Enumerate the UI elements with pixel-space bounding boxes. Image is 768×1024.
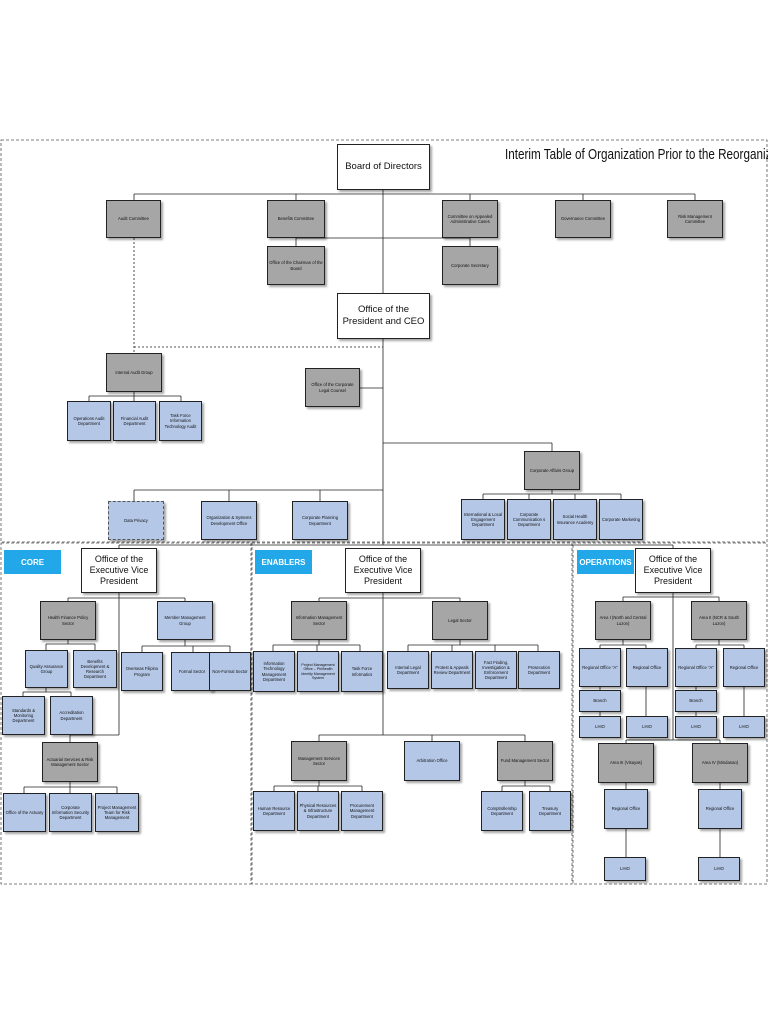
management-services-sector: Management Services Sector — [291, 741, 347, 781]
branch-area1: Branch — [579, 690, 621, 712]
corporate-secretary: Corporate Secretary — [442, 246, 498, 285]
lhio-1: LHIO — [579, 716, 621, 738]
social-health-insurance-academy: Social Health Insurance Academy — [553, 499, 597, 540]
quality-assurance-group: Quality Assurance Group — [25, 650, 68, 688]
regional-office-a-area1: Regional Office "A" — [579, 648, 621, 687]
lhio-4: LHIO — [723, 716, 765, 738]
area-2: Area II (NCR & South Luzon) — [691, 601, 747, 640]
enablers-tag: ENABLERS — [255, 550, 312, 574]
regional-office-a-area2: Regional Office "A" — [675, 648, 717, 687]
physical-resources-department: Physical Resources & Infrastructure Depa… — [297, 791, 339, 831]
office-of-the-president: Office of the President and CEO — [337, 293, 430, 339]
procurement-management-department: Procurement Management Department — [341, 791, 383, 831]
chart-title: Interim Table of Organization Prior to t… — [505, 146, 768, 163]
fact-finding-department: Fact Finding, Investigation & Enforcemen… — [475, 651, 517, 689]
organization-systems-development-office: Organization & Systems Development Offic… — [201, 501, 257, 540]
corporate-affairs-group: Corporate Affairs Group — [524, 451, 580, 490]
corporate-information-security: Corporate Information Security Departmen… — [49, 793, 92, 832]
regional-office-area2: Regional Office — [723, 648, 765, 687]
corporate-planning-department: Corporate Planning Department — [292, 501, 348, 540]
evp-enablers: Office of the Executive Vice President — [345, 548, 421, 593]
actuarial-risk-management-sector: Actuarial Services & Risk Management Sec… — [42, 742, 98, 782]
corporate-communications: Corporate Communication s Department — [507, 499, 551, 540]
data-privacy: Data Privacy — [108, 501, 164, 540]
international-local-engagement: International & Local Engagement Departm… — [461, 499, 505, 540]
operations-audit-department: Operations Audit Department — [67, 401, 111, 441]
fund-management-sector: Fund Management Sector — [497, 741, 553, 781]
project-management-risk-team: Project Management Team for Risk Managem… — [95, 793, 139, 832]
protest-appeals-review-department: Protest & Appeals Review Department — [431, 651, 473, 689]
core-frame — [0, 542, 252, 885]
operations-frame — [572, 542, 768, 885]
evp-operations: Office of the Executive Vice President — [635, 548, 711, 593]
non-formal-sector: Non-Formal Sector — [209, 652, 251, 691]
operations-tag: OPERATIONS — [577, 550, 634, 574]
overseas-filipino-program: Overseas Filipino Program — [121, 652, 163, 691]
enablers-frame — [251, 542, 573, 885]
regional-office-area4: Regional Office — [698, 789, 742, 829]
formal-sector: Formal Sector — [171, 652, 213, 691]
treasury-department: Treasury Department — [529, 791, 571, 831]
governance-committee: Governance Committee — [555, 200, 611, 238]
regional-office-area1: Regional Office — [626, 648, 668, 687]
lhio-5: LHIO — [604, 857, 646, 881]
audit-committee: Audit Committee — [106, 200, 161, 238]
lhio-6: LHIO — [698, 857, 740, 881]
core-tag: CORE — [4, 550, 61, 574]
evp-core: Office of the Executive Vice President — [81, 548, 157, 593]
it-management-department: Information Technology Management Depart… — [253, 651, 295, 692]
internal-legal-department: Internal Legal Department — [387, 651, 429, 689]
upper-frame — [0, 139, 768, 543]
regional-office-area3: Regional Office — [604, 789, 648, 829]
area-3: Area III (Visayas) — [598, 743, 654, 783]
accreditation-department: Accreditation Department — [50, 696, 93, 735]
office-of-corporate-legal-counsel: Office of the Corporate Legal Counsel — [305, 368, 360, 407]
office-of-the-actuary: Office of the Actuary — [3, 793, 46, 832]
financial-audit-department: Financial Audit Department — [113, 401, 156, 441]
internal-audit-group: Internal Audit Group — [106, 353, 162, 392]
arbitration-office: Arbitration Office — [404, 741, 460, 781]
member-management-group: Member Management Group — [157, 601, 213, 640]
benefits-committee: Benefits Committee — [267, 200, 325, 238]
project-management-office-pims: Project Management Office – Philhealth I… — [297, 651, 339, 692]
board-of-directors: Board of Directors — [337, 144, 430, 190]
health-finance-policy-sector: Health Finance Policy Sector — [40, 601, 96, 640]
legal-sector: Legal Sector — [432, 601, 488, 640]
standards-monitoring-department: Standards & Monitoring Department — [2, 696, 45, 735]
branch-area2: Branch — [675, 690, 717, 712]
area-4: Area IV (Mindanao) — [692, 743, 748, 783]
task-force-informatics: Task Force Informatics — [341, 651, 383, 692]
lhio-2: LHIO — [626, 716, 668, 738]
area-1: Area I (North and Central Luzon) — [595, 601, 651, 640]
risk-management-committee: Risk Management Committee — [667, 200, 723, 238]
human-resource-department: Human Resource Department — [253, 791, 295, 831]
office-of-the-chairman: Office of the Chairman of the Board — [267, 246, 325, 285]
benefits-development-research: Benefits Development & Research Departme… — [73, 650, 117, 688]
appealed-cases-committee: Committee on Appealed Administrative Cas… — [442, 200, 498, 238]
comptrollership-department: Comptrollership Department — [481, 791, 523, 831]
lhio-3: LHIO — [675, 716, 717, 738]
information-management-sector: Information Management Sector — [291, 601, 347, 640]
prosecution-department: Prosecution Department — [518, 651, 560, 689]
corporate-marketing: Corporate Marketing — [599, 499, 643, 540]
it-audit-task-force: Task Force Information Technology Audit — [159, 401, 202, 441]
